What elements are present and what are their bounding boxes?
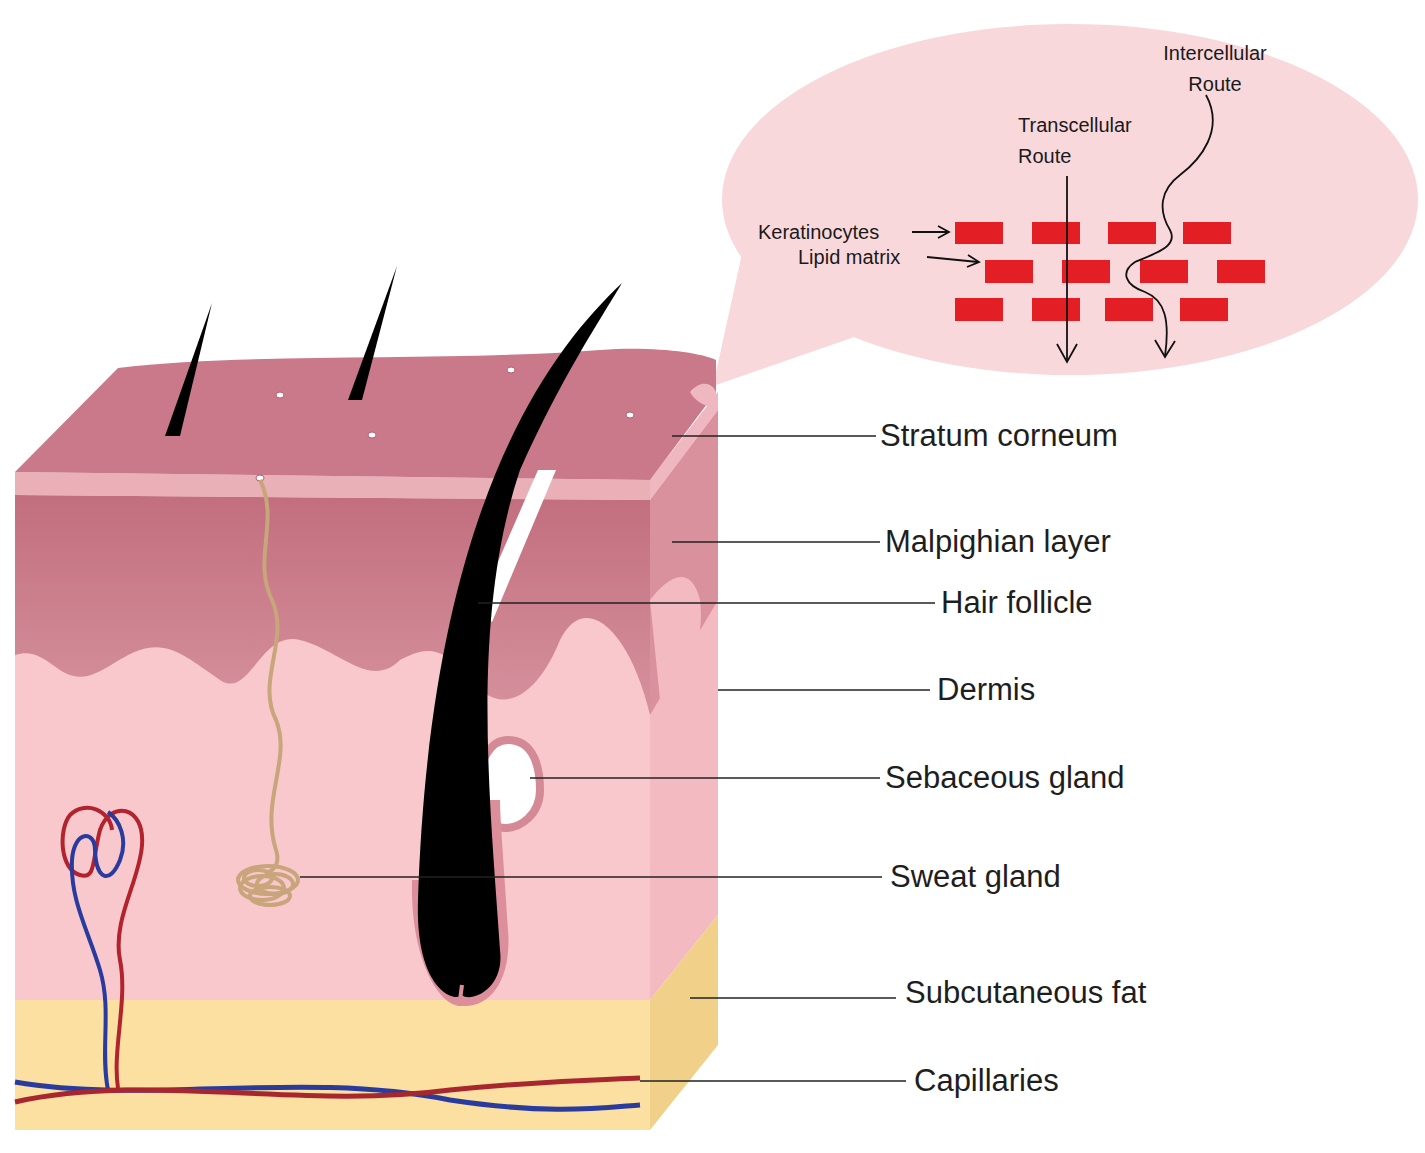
corneum-side <box>650 392 718 500</box>
keratinocyte <box>1105 298 1153 321</box>
epidermis-side <box>650 410 718 715</box>
keratinocyte <box>955 298 1003 321</box>
callout-text: Keratinocytes <box>758 217 918 248</box>
keratinocyte <box>1032 298 1080 321</box>
capillary-loop-red <box>63 808 143 1088</box>
ridge-side <box>650 577 701 700</box>
capillary-red <box>15 1078 640 1102</box>
hair-shaft <box>418 283 622 997</box>
sweat-coil <box>238 866 298 905</box>
sweat-duct <box>260 480 281 872</box>
part-label: Sweat gland <box>890 859 1061 895</box>
leader-line <box>640 1080 906 1082</box>
pore <box>276 392 284 398</box>
follicle-sheath <box>412 800 509 1006</box>
arrow-head <box>1057 344 1077 362</box>
keratinocyte <box>1183 222 1231 244</box>
keratinocyte <box>1062 260 1110 283</box>
small-hair <box>348 266 397 400</box>
pore <box>626 412 634 418</box>
sebaceous-gland-shape <box>477 740 540 828</box>
corneum-front <box>15 472 650 500</box>
part-label: Dermis <box>937 672 1035 708</box>
keratinocyte <box>985 260 1033 283</box>
keratinocyte <box>955 222 1003 244</box>
leader-line <box>300 876 882 878</box>
small-hair <box>165 303 212 436</box>
callout-bubble: Intercellular RouteTranscellular RouteKe… <box>720 22 1420 377</box>
bubble-outline <box>720 22 1420 377</box>
leader-lines <box>300 436 935 1081</box>
part-label: Hair follicle <box>941 585 1093 621</box>
part-label: Subcutaneous fat <box>905 975 1146 1011</box>
keratinocyte-bricks <box>955 222 1265 321</box>
leader-line <box>478 602 935 604</box>
surface-bump <box>690 384 716 410</box>
leader-line <box>718 689 930 691</box>
epidermis-front <box>15 495 650 715</box>
follicle-channel <box>476 470 556 622</box>
capillary-blue <box>15 1082 640 1109</box>
coil-loop <box>257 874 293 894</box>
intercellular-arrow <box>1126 95 1212 356</box>
fat-side <box>650 915 718 1130</box>
pores <box>256 367 634 481</box>
pore <box>368 432 376 438</box>
coil-loop <box>250 887 290 905</box>
coil-loop <box>238 866 298 894</box>
pointer-line <box>912 231 948 233</box>
keratinocyte <box>1140 260 1188 283</box>
coil-loop <box>244 870 272 886</box>
bubble-tail <box>713 240 860 386</box>
part-label: Malpighian layer <box>885 524 1111 560</box>
leader-line <box>690 997 896 999</box>
skin-surface <box>15 349 716 480</box>
capillary-loop-blue <box>72 812 123 1090</box>
keratinocyte <box>1032 222 1080 244</box>
bubble-ellipse <box>722 24 1418 375</box>
pore <box>256 475 264 481</box>
keratinocyte <box>1108 222 1156 244</box>
arrow-head <box>938 226 949 238</box>
dermis-side <box>650 392 718 1000</box>
arrow-head <box>967 255 979 267</box>
keratinocyte <box>1217 260 1265 283</box>
dermis-front <box>15 495 650 1000</box>
part-label: Stratum corneum <box>880 418 1118 454</box>
leader-line <box>530 777 880 779</box>
transcellular-arrow <box>1066 176 1068 362</box>
callout-text: Intercellular Route <box>1145 38 1285 100</box>
part-label: Sebaceous gland <box>885 760 1125 796</box>
leader-line <box>672 541 880 543</box>
route-arrows <box>912 95 1213 362</box>
pointer-line <box>927 257 978 262</box>
coil-loop <box>240 876 284 900</box>
fat-front <box>15 1000 650 1130</box>
pore <box>507 367 515 373</box>
leader-line <box>672 435 876 437</box>
keratinocyte <box>1180 298 1228 321</box>
part-label: Capillaries <box>914 1063 1059 1099</box>
hair-papilla <box>460 985 462 1000</box>
callout-text: Transcellular Route <box>1018 110 1168 172</box>
callout-text: Lipid matrix <box>798 242 958 273</box>
arrow-head <box>1155 340 1175 357</box>
